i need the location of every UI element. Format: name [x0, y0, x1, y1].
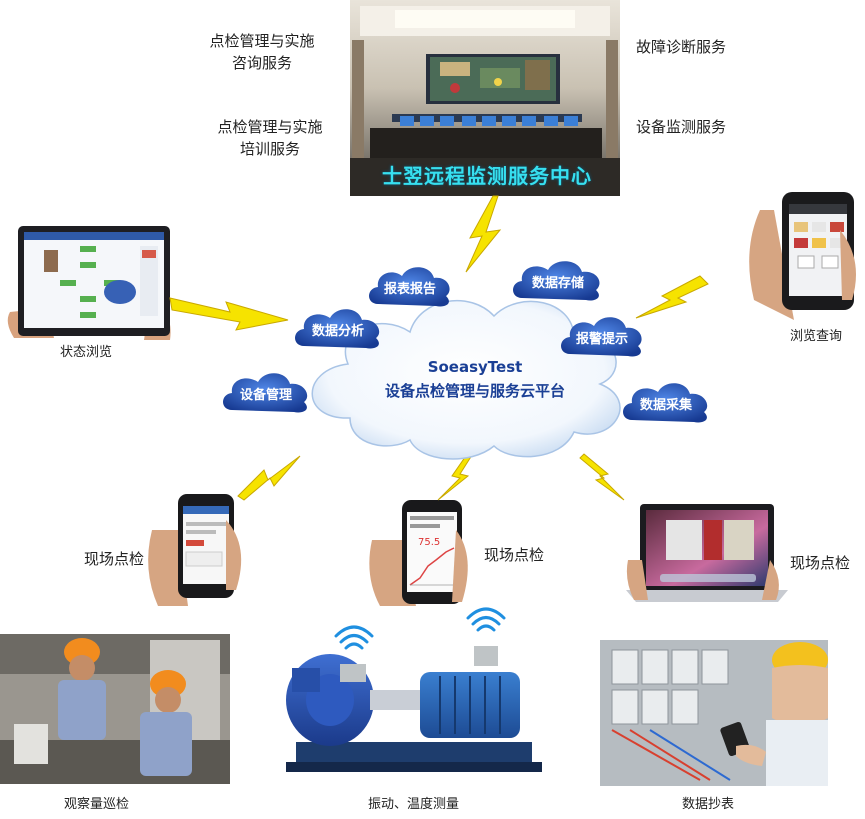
bolt-left-icon [169, 297, 289, 331]
service-training: 点检管理与实施 培训服务 [204, 116, 336, 160]
service-training-line2: 培训服务 [239, 140, 300, 158]
service-consulting-line2: 咨询服务 [231, 54, 292, 72]
cloud-report-label: 报表报告 [383, 282, 436, 297]
dashboard-monitor [7, 226, 171, 340]
cloud-collect-label: 数据采集 [639, 398, 692, 413]
bolt-top-icon [465, 195, 502, 273]
service-consulting-line1: 点检管理与实施 [209, 32, 315, 50]
monitoring-center-photo [350, 0, 620, 196]
cloud-report: 报表报告 [364, 260, 456, 310]
service-consulting: 点检管理与实施 咨询服务 [196, 30, 328, 74]
cloud-collect: 数据采集 [618, 370, 714, 426]
service-diagnosis: 故障诊断服务 [636, 38, 727, 56]
cloud-analysis-label: 数据分析 [311, 324, 364, 339]
cloud-storage-label: 数据存储 [531, 276, 584, 291]
caption-field-left: 现场点检 [84, 550, 145, 568]
bolt-right-icon [635, 275, 709, 319]
workers-photo [0, 634, 230, 784]
phone-top-right [749, 192, 856, 320]
caption-field-center: 现场点检 [484, 546, 545, 564]
platform-name-en: SoeasyTest [427, 358, 523, 376]
phone-field-center: 75.5 [369, 500, 468, 606]
service-training-line1: 点检管理与实施 [217, 118, 323, 136]
caption-status-browse: 状态浏览 [60, 345, 113, 360]
caption-field-right: 现场点检 [790, 554, 851, 572]
laptop-field-right [626, 504, 788, 602]
caption-observe: 观察量巡检 [64, 797, 130, 812]
pump-photo [286, 607, 542, 772]
cloud-alarm-label: 报警提示 [575, 332, 628, 347]
caption-browse-query: 浏览查询 [790, 329, 843, 344]
phone-center-value: 75.5 [418, 537, 440, 548]
phone-field-left [148, 494, 242, 606]
bolt-lower-left-icon [237, 455, 301, 501]
meter-panel-photo [600, 640, 828, 786]
service-monitoring: 设备监测服务 [636, 118, 727, 136]
monitoring-center-banner: 士翌远程监测服务中心 [382, 164, 592, 188]
caption-vibration: 振动、温度测量 [368, 797, 460, 812]
cloud-analysis: 数据分析 [290, 300, 386, 352]
cloud-alarm: 报警提示 [556, 310, 648, 360]
caption-meter: 数据抄表 [682, 797, 735, 812]
cloud-device-label: 设备管理 [239, 388, 292, 403]
platform-name-cn: 设备点检管理与服务云平台 [384, 382, 565, 400]
bolt-lower-right-icon [579, 453, 625, 501]
lightning-bolts [169, 195, 709, 501]
cloud-device: 设备管理 [218, 362, 314, 416]
cloud-storage: 数据存储 [508, 254, 608, 304]
